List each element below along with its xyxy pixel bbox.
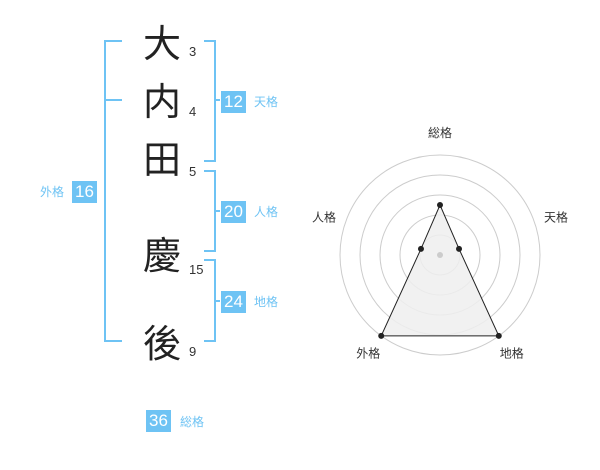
- jinkaku-label: 人格: [254, 205, 279, 219]
- radar-point-5: [417, 245, 424, 252]
- stroke-count-3: 5: [189, 164, 197, 179]
- tenkaku-label: 天格: [254, 95, 279, 109]
- radar-point-4: [378, 332, 385, 339]
- name-char-2: 内: [142, 80, 181, 124]
- radar-center-dot: [437, 252, 443, 258]
- gaikaku-label: 外格: [40, 185, 65, 199]
- radar-polygon: [380, 203, 500, 337]
- radar-ring-5: [339, 154, 541, 356]
- radar-point-3: [495, 332, 502, 339]
- soukaku-badge: 36: [146, 410, 171, 432]
- radar-axis-label-3: 地格: [500, 346, 524, 361]
- radar-point-1: [437, 202, 443, 208]
- chikaku-label: 地格: [254, 295, 279, 309]
- radar-axis-label-5: 人格: [312, 209, 336, 224]
- chikaku-badge: 24: [221, 291, 246, 313]
- jinkaku-tick: [214, 210, 220, 212]
- gaikaku-inner-tick: [104, 99, 122, 101]
- gaikaku-badge: 16: [72, 181, 97, 203]
- name-char-4: 慶: [142, 234, 181, 278]
- stroke-count-5: 9: [189, 344, 197, 359]
- radar-axis-label-1: 総格: [428, 125, 452, 140]
- name-char-3: 田: [142, 138, 181, 182]
- chikaku-tick: [214, 300, 220, 302]
- jinkaku-badge: 20: [221, 201, 246, 223]
- stroke-count-4: 15: [189, 262, 204, 277]
- radar-point-2: [456, 245, 463, 252]
- tenkaku-badge: 12: [221, 91, 246, 113]
- radar-axis-label-4: 外格: [356, 346, 380, 361]
- name-char-1: 大: [142, 22, 181, 66]
- name-char-5: 後: [142, 322, 181, 366]
- gaikaku-bracket: [104, 40, 122, 342]
- stroke-count-1: 3: [189, 44, 197, 59]
- stroke-count-2: 4: [189, 104, 197, 119]
- tenkaku-tick: [214, 99, 220, 101]
- tenkaku-bracket: [204, 40, 216, 162]
- radar-axis-label-2: 天格: [544, 209, 568, 224]
- soukaku-label: 総格: [180, 415, 205, 429]
